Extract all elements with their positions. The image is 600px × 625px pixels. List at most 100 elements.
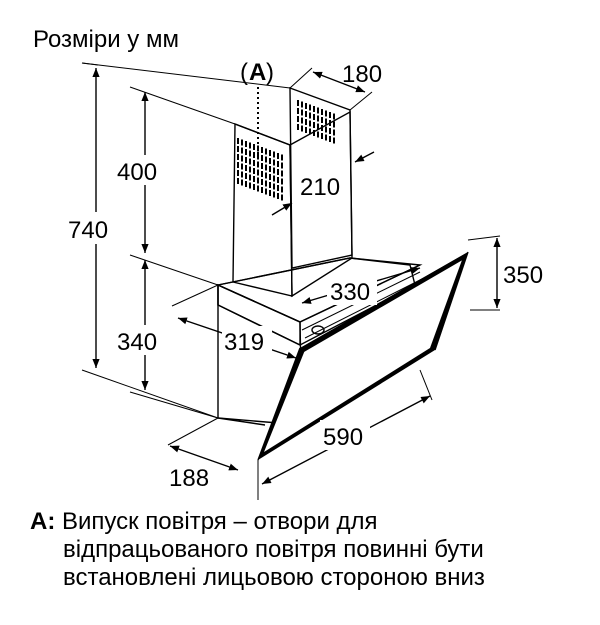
dim-330-label: 330 (330, 279, 370, 306)
vent-slot (329, 112, 331, 118)
vent-slot (265, 188, 267, 195)
vent-slot (245, 181, 247, 187)
vent-slots-rear (297, 100, 335, 144)
vent-slot (237, 170, 239, 176)
vent-slot (333, 121, 335, 128)
vent-slot (265, 148, 267, 155)
vent-slot (245, 149, 247, 155)
vent-slot (329, 136, 331, 142)
vent-slot (321, 117, 323, 123)
legend: A: Випуск повітря – отвори для відпрацьо… (30, 508, 590, 592)
vent-slot (249, 182, 251, 189)
vent-slot (237, 178, 239, 184)
vent-slot (321, 109, 323, 115)
dim-188-label: 188 (169, 465, 209, 492)
vent-slot (325, 126, 327, 133)
vent-slot (297, 124, 299, 130)
vent-slot (309, 120, 311, 127)
vent-slot (237, 146, 239, 152)
dim-350-label: 350 (503, 262, 543, 289)
vent-slot (257, 153, 259, 160)
dim-350: 350 (467, 235, 543, 311)
vent-slot (305, 111, 307, 117)
vent-slot (281, 194, 283, 201)
vent-slot (325, 110, 327, 117)
vent-slot (297, 108, 299, 114)
vent-slot (273, 167, 275, 174)
diagram-title: Розміри у мм (33, 26, 179, 53)
svg-text:): ) (266, 59, 274, 86)
vent-slot (245, 141, 247, 147)
vent-slot (273, 175, 275, 182)
dim-319: 319 (171, 284, 297, 359)
dim-180: 180 (289, 61, 382, 111)
vent-slot (261, 147, 263, 153)
vent-slot (261, 179, 263, 185)
vent-slot (249, 166, 251, 173)
dim-180-label: 180 (342, 61, 382, 88)
vent-slot (325, 118, 327, 125)
vent-slot (281, 162, 283, 169)
vent-slot (281, 186, 283, 193)
dim-740: 740 (68, 62, 291, 419)
vent-slot (333, 137, 335, 144)
vent-slot (257, 177, 259, 184)
vent-slot (277, 185, 279, 191)
vent-slot (317, 107, 319, 114)
vent-slot (237, 154, 239, 160)
vent-slot (333, 113, 335, 120)
dim-340: 340 (117, 260, 219, 419)
vent-slot (317, 115, 319, 122)
dim-340-label: 340 (117, 329, 157, 356)
vent-slot (305, 103, 307, 109)
vent-slot (249, 158, 251, 165)
vent-slot (249, 142, 251, 149)
vent-slot (277, 169, 279, 175)
vent-slot (321, 125, 323, 131)
vent-slot (269, 174, 271, 180)
vent-slot (269, 190, 271, 196)
vent-slot (249, 150, 251, 157)
vent-slot (297, 116, 299, 122)
vent-slot (265, 172, 267, 179)
dim-188: 188 (167, 417, 239, 492)
vent-slot (237, 162, 239, 168)
vent-slot (305, 127, 307, 133)
dim-319-label: 319 (224, 329, 264, 356)
vent-slot (241, 139, 243, 146)
vent-slot (245, 157, 247, 163)
vent-slots-front (237, 138, 283, 201)
vent-slot (249, 174, 251, 181)
vent-slot (313, 122, 315, 128)
vent-slot (329, 120, 331, 126)
vent-slot (241, 155, 243, 162)
vent-slot (269, 150, 271, 156)
air-outlet-marker: ( A ) (240, 59, 274, 160)
legend-line-3: встановлені лицьовою стороною вниз (63, 564, 485, 591)
vent-slot (297, 100, 299, 106)
vent-slot (237, 138, 239, 144)
vent-slot (281, 170, 283, 177)
vent-slot (241, 163, 243, 170)
vent-slot (265, 156, 267, 163)
vent-slot (281, 178, 283, 185)
vent-slot (257, 161, 259, 168)
vent-slot (277, 193, 279, 199)
vent-slot (313, 106, 315, 112)
vent-slot (329, 128, 331, 134)
vent-slot (309, 112, 311, 119)
vent-slot (333, 129, 335, 136)
legend-key: A: (30, 508, 56, 535)
vent-slot (277, 161, 279, 167)
vent-slot (313, 130, 315, 136)
legend-line-2: відпрацьованого повітря повинні бути (63, 536, 484, 563)
vent-slot (273, 183, 275, 190)
vent-slot (245, 165, 247, 171)
dim-590: 590 (257, 369, 433, 500)
dim-400: 400 (117, 86, 236, 286)
vent-slot (265, 180, 267, 187)
vent-slot (257, 185, 259, 192)
vent-slot (301, 109, 303, 116)
vent-slot (265, 164, 267, 171)
